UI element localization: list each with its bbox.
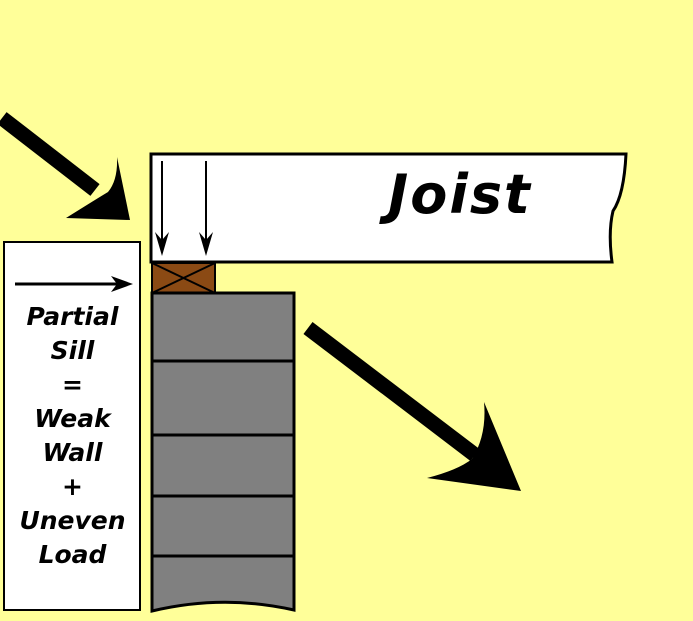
joist-board (149, 152, 628, 264)
joist-label: Joist (388, 163, 532, 226)
note-line: Partial (26, 302, 119, 331)
note-line: Sill (50, 336, 95, 365)
note-line: Uneven (19, 506, 126, 535)
note-line: Wall (42, 438, 103, 467)
partial-sill (151, 262, 216, 294)
note-line: + (62, 472, 83, 501)
pointer-arrow-icon (15, 276, 133, 292)
note-line: Load (38, 540, 107, 569)
joist-load-arrows (155, 161, 213, 256)
note-text: Partial Sill = Weak Wall + Uneven Load (0, 300, 145, 572)
note-line: = (62, 370, 83, 399)
note-box (3, 241, 141, 611)
note-line: Weak (34, 404, 111, 433)
load-arrow-upper (0, 112, 130, 220)
foundation-wall (150, 291, 296, 613)
tipping-arrow (303, 322, 521, 491)
